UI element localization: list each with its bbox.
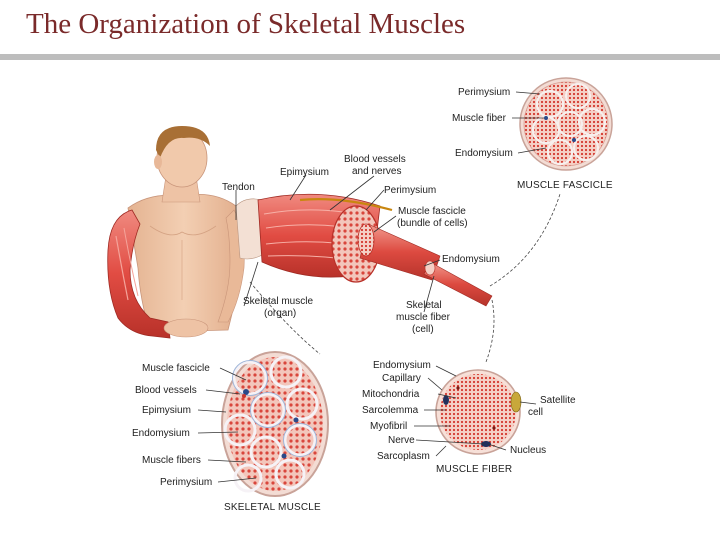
human-figure bbox=[107, 126, 245, 339]
label-myofibril: Myofibril bbox=[370, 421, 407, 432]
caption-skeletal-muscle: SKELETAL MUSCLE bbox=[224, 502, 321, 513]
label-endomysium-top: Endomysium bbox=[455, 148, 513, 159]
muscle-fiber-cross-section bbox=[435, 369, 522, 455]
label-nerve: Nerve bbox=[388, 435, 415, 446]
skeletal-muscle-cross-section bbox=[221, 351, 329, 497]
caption-muscle-fascicle: MUSCLE FASCICLE bbox=[517, 180, 613, 191]
label-perimysium-top: Perimysium bbox=[458, 87, 510, 98]
diagram-labels: Perimysium Muscle fiber Endomysium MUSCL… bbox=[132, 87, 613, 513]
label-satellite-cell-2: cell bbox=[528, 407, 543, 418]
label-muscle-fascicle-2: (bundle of cells) bbox=[397, 218, 468, 229]
label-satellite-cell-1: Satellite bbox=[540, 395, 576, 406]
caption-muscle-fiber: MUSCLE FIBER bbox=[436, 464, 512, 475]
label-epimysium-left: Epimysium bbox=[142, 405, 191, 416]
label-endomysium-fiber: Endomysium bbox=[373, 360, 431, 371]
label-muscle-fiber-top: Muscle fiber bbox=[452, 113, 507, 124]
slide-title: The Organization of Skeletal Muscles bbox=[26, 8, 466, 40]
label-blood-vessels-left: Blood vessels bbox=[135, 385, 197, 396]
label-skeletal-fiber-1: Skeletal bbox=[406, 300, 442, 311]
label-blood-vessels-nerves-2: and nerves bbox=[352, 166, 401, 177]
label-skeletal-fiber-3: (cell) bbox=[412, 324, 434, 335]
label-perimysium-mid: Perimysium bbox=[384, 185, 436, 196]
title-divider bbox=[0, 54, 720, 60]
label-nucleus: Nucleus bbox=[510, 445, 546, 456]
label-sarcolemma: Sarcolemma bbox=[362, 405, 419, 416]
label-muscle-fascicle-left: Muscle fascicle bbox=[142, 363, 210, 374]
label-endomysium-left: Endomysium bbox=[132, 428, 190, 439]
connector-arrows bbox=[249, 193, 561, 363]
label-capillary: Capillary bbox=[382, 373, 421, 384]
label-muscle-fibers-left: Muscle fibers bbox=[142, 455, 201, 466]
label-tendon: Tendon bbox=[222, 182, 255, 193]
label-skeletal-fiber-2: muscle fiber bbox=[396, 312, 451, 323]
label-muscle-fascicle-1: Muscle fascicle bbox=[398, 206, 466, 217]
label-blood-vessels-nerves-1: Blood vessels bbox=[344, 154, 406, 165]
label-mitochondria: Mitochondria bbox=[362, 389, 420, 400]
label-sarcoplasm: Sarcoplasm bbox=[377, 451, 430, 462]
muscle-fascicle-cross-section bbox=[519, 77, 613, 171]
label-skeletal-muscle-organ-2: (organ) bbox=[264, 308, 296, 319]
label-endomysium-mid: Endomysium bbox=[442, 254, 500, 265]
skeletal-muscle-organ bbox=[235, 193, 493, 307]
label-epimysium-mid: Epimysium bbox=[280, 167, 329, 178]
label-skeletal-muscle-organ-1: Skeletal muscle bbox=[243, 296, 313, 307]
leader-lines bbox=[197, 91, 547, 483]
label-perimysium-left: Perimysium bbox=[160, 477, 212, 488]
